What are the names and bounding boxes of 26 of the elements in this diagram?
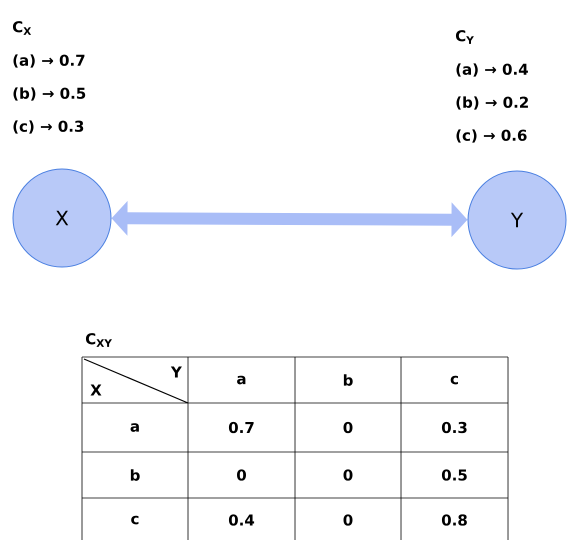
- cell-value: 0.4: [228, 514, 254, 526]
- cell-value: 0.7: [228, 422, 254, 434]
- cell-value: 0.5: [442, 469, 467, 481]
- table-title: C$_{XY}$: [86, 333, 112, 347]
- mapping-text: (a) → 0.7: [13, 54, 84, 68]
- row-header: c: [131, 516, 138, 524]
- mapping-text: (b) → 0.5: [13, 87, 86, 101]
- cell-value: 0.3: [442, 422, 467, 434]
- row-header: a: [130, 423, 139, 432]
- corner-header-label: Y: [170, 366, 182, 378]
- set-label: C$_{X}$: [12, 21, 32, 35]
- cell-value: 0: [344, 514, 352, 526]
- cell-value: 0.8: [442, 514, 467, 526]
- mapping-text: (a) → 0.4: [456, 63, 528, 77]
- column-header: c: [450, 376, 458, 384]
- row-header: b: [130, 469, 140, 481]
- mapping-text: (c) → 0.3: [13, 120, 84, 134]
- set-label: C$_{Y}$: [456, 30, 474, 44]
- cell-value: 0: [344, 422, 352, 434]
- mapping-text: (c) → 0.6: [456, 129, 527, 143]
- corner-header-label: X: [90, 384, 102, 396]
- cell-value: 0: [237, 469, 246, 481]
- column-header: a: [237, 376, 246, 384]
- cell-value: 0: [344, 469, 352, 481]
- column-header: b: [344, 374, 353, 386]
- mapping-text: (b) → 0.2: [456, 96, 528, 110]
